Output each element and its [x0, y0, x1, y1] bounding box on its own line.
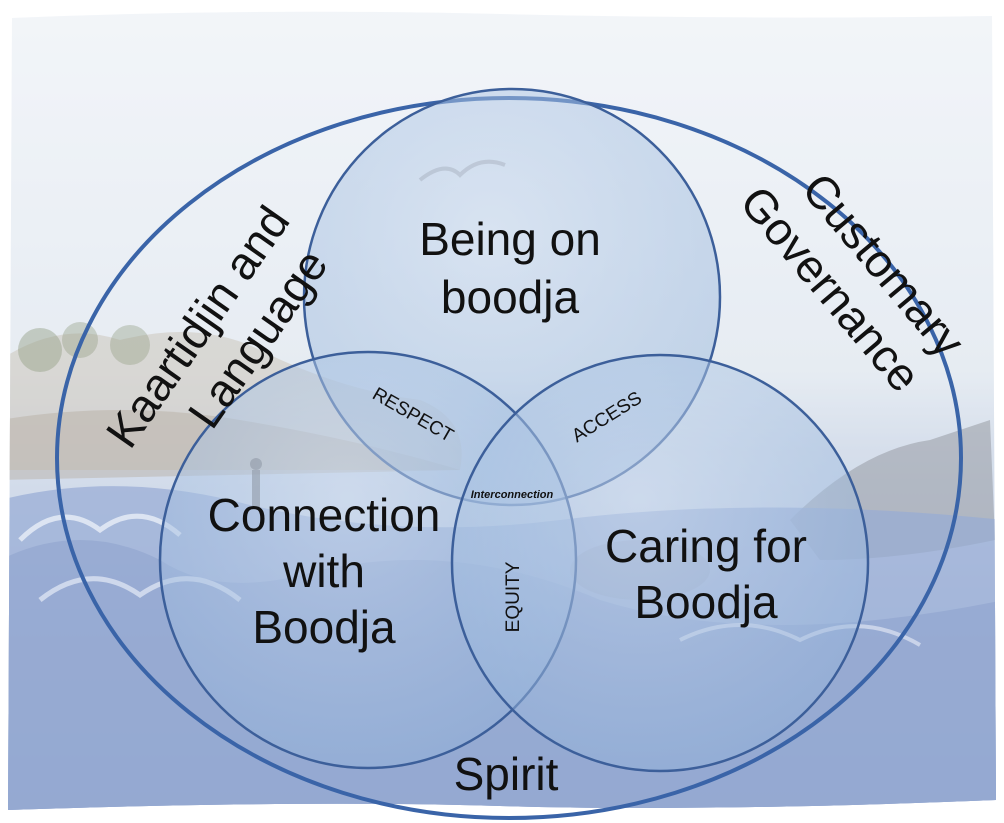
- outer-label-bottom: Spirit: [454, 748, 559, 800]
- circle-top-label-line1: Being on: [419, 213, 601, 265]
- circle-caring-for-boodja: [450, 353, 870, 773]
- circle-top-label-line2: boodja: [441, 271, 580, 323]
- circle-left-label-line3: Boodja: [252, 601, 396, 653]
- overlap-equity-label: EQUITY: [503, 561, 524, 632]
- circle-right-label-line2: Boodja: [634, 576, 778, 628]
- circle-right-label-line1: Caring for: [605, 520, 807, 572]
- circle-left-label-line1: Connection: [208, 489, 441, 541]
- overlap-interconnection-label: Interconnection: [471, 489, 554, 501]
- circle-left-label-line2: with: [282, 545, 365, 597]
